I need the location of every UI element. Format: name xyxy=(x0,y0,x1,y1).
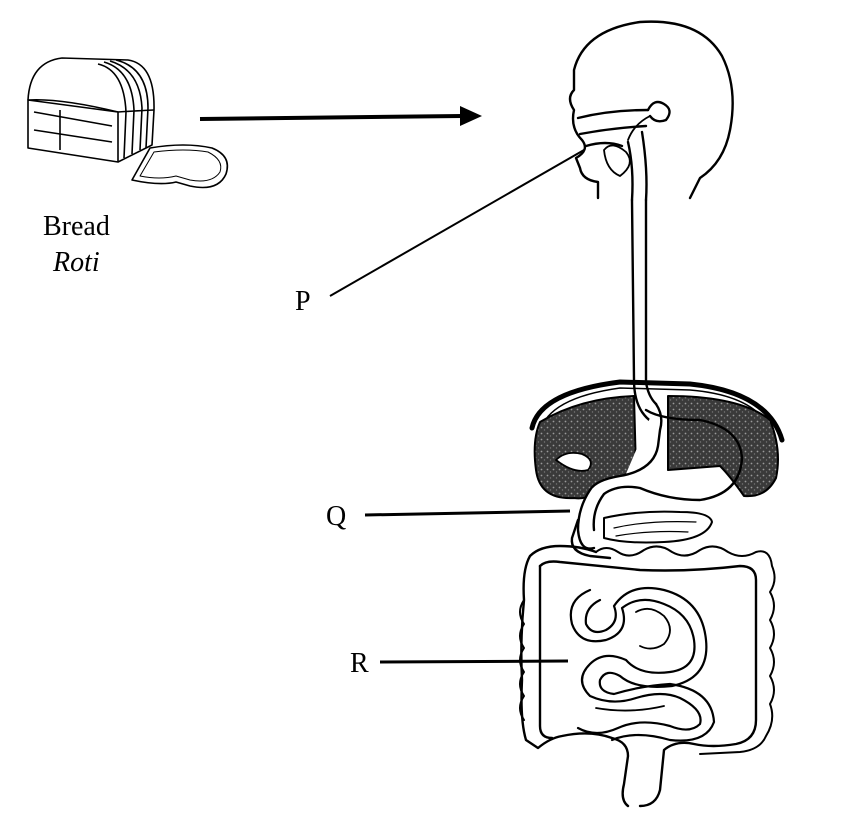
bread-label: Bread xyxy=(43,213,110,241)
right-arrow xyxy=(200,106,482,126)
label-r: R xyxy=(350,650,369,678)
pointer-line-q xyxy=(365,511,570,515)
bread-loaf-icon xyxy=(28,58,227,188)
pointer-line-r xyxy=(380,661,568,662)
pointer-line-p xyxy=(330,150,584,296)
head-outline xyxy=(570,22,733,198)
large-intestine xyxy=(521,546,628,806)
label-q: Q xyxy=(326,503,346,531)
bread-sublabel: Roti xyxy=(53,249,100,277)
digestive-figure xyxy=(520,22,782,806)
label-p: P xyxy=(295,288,311,316)
